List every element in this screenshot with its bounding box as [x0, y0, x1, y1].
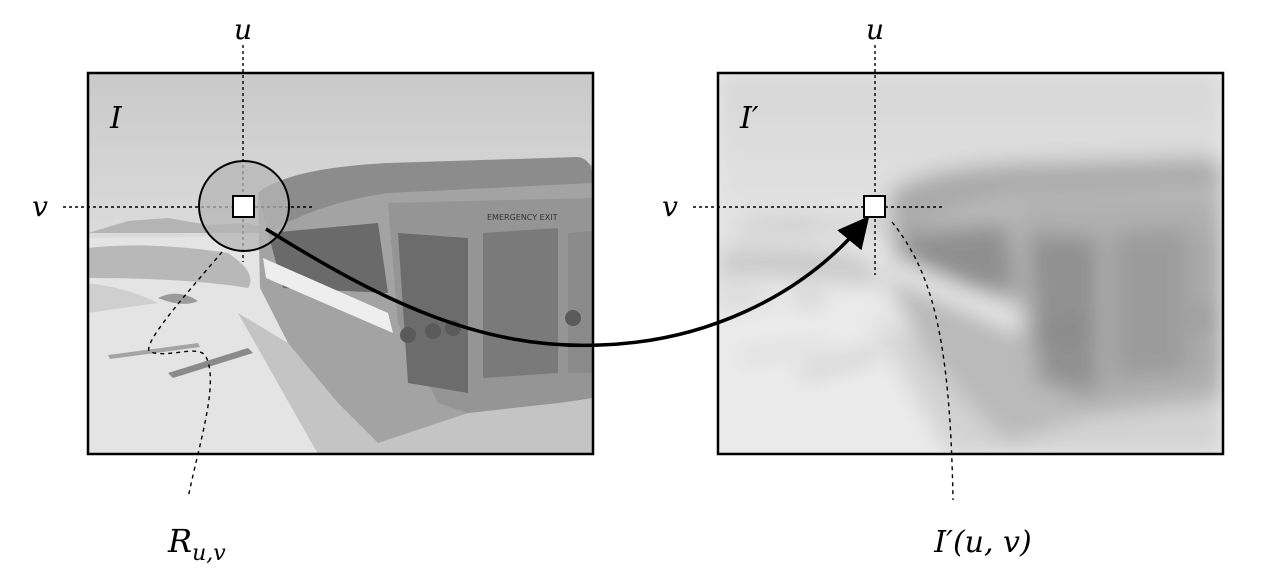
source-image-panel: EMERGENCY EXIT I u v: [32, 13, 595, 456]
region-label: Ru,v: [167, 522, 226, 566]
result-pixel-label: I′(u, v): [933, 525, 1031, 560]
v-axis-label-left: v: [32, 190, 48, 223]
filtered-image-panel: I′ u v: [662, 13, 1225, 456]
source-image-label: I: [109, 101, 123, 136]
region-callout-line: [148, 251, 223, 499]
u-axis-label-right: u: [866, 13, 884, 46]
target-pixel-marker: [863, 195, 886, 218]
source-image-frame: [86, 71, 595, 456]
source-photo: [88, 73, 593, 454]
mapping-arrow: [265, 215, 870, 348]
emergency-exit-sign: EMERGENCY EXIT: [487, 213, 558, 222]
v-axis-label-right: v: [662, 190, 678, 223]
u-axis-label-left: u: [234, 13, 252, 46]
filtered-image-frame: [716, 71, 1225, 456]
source-pixel-marker: [232, 195, 255, 218]
filtered-image-label: I′: [739, 101, 759, 136]
